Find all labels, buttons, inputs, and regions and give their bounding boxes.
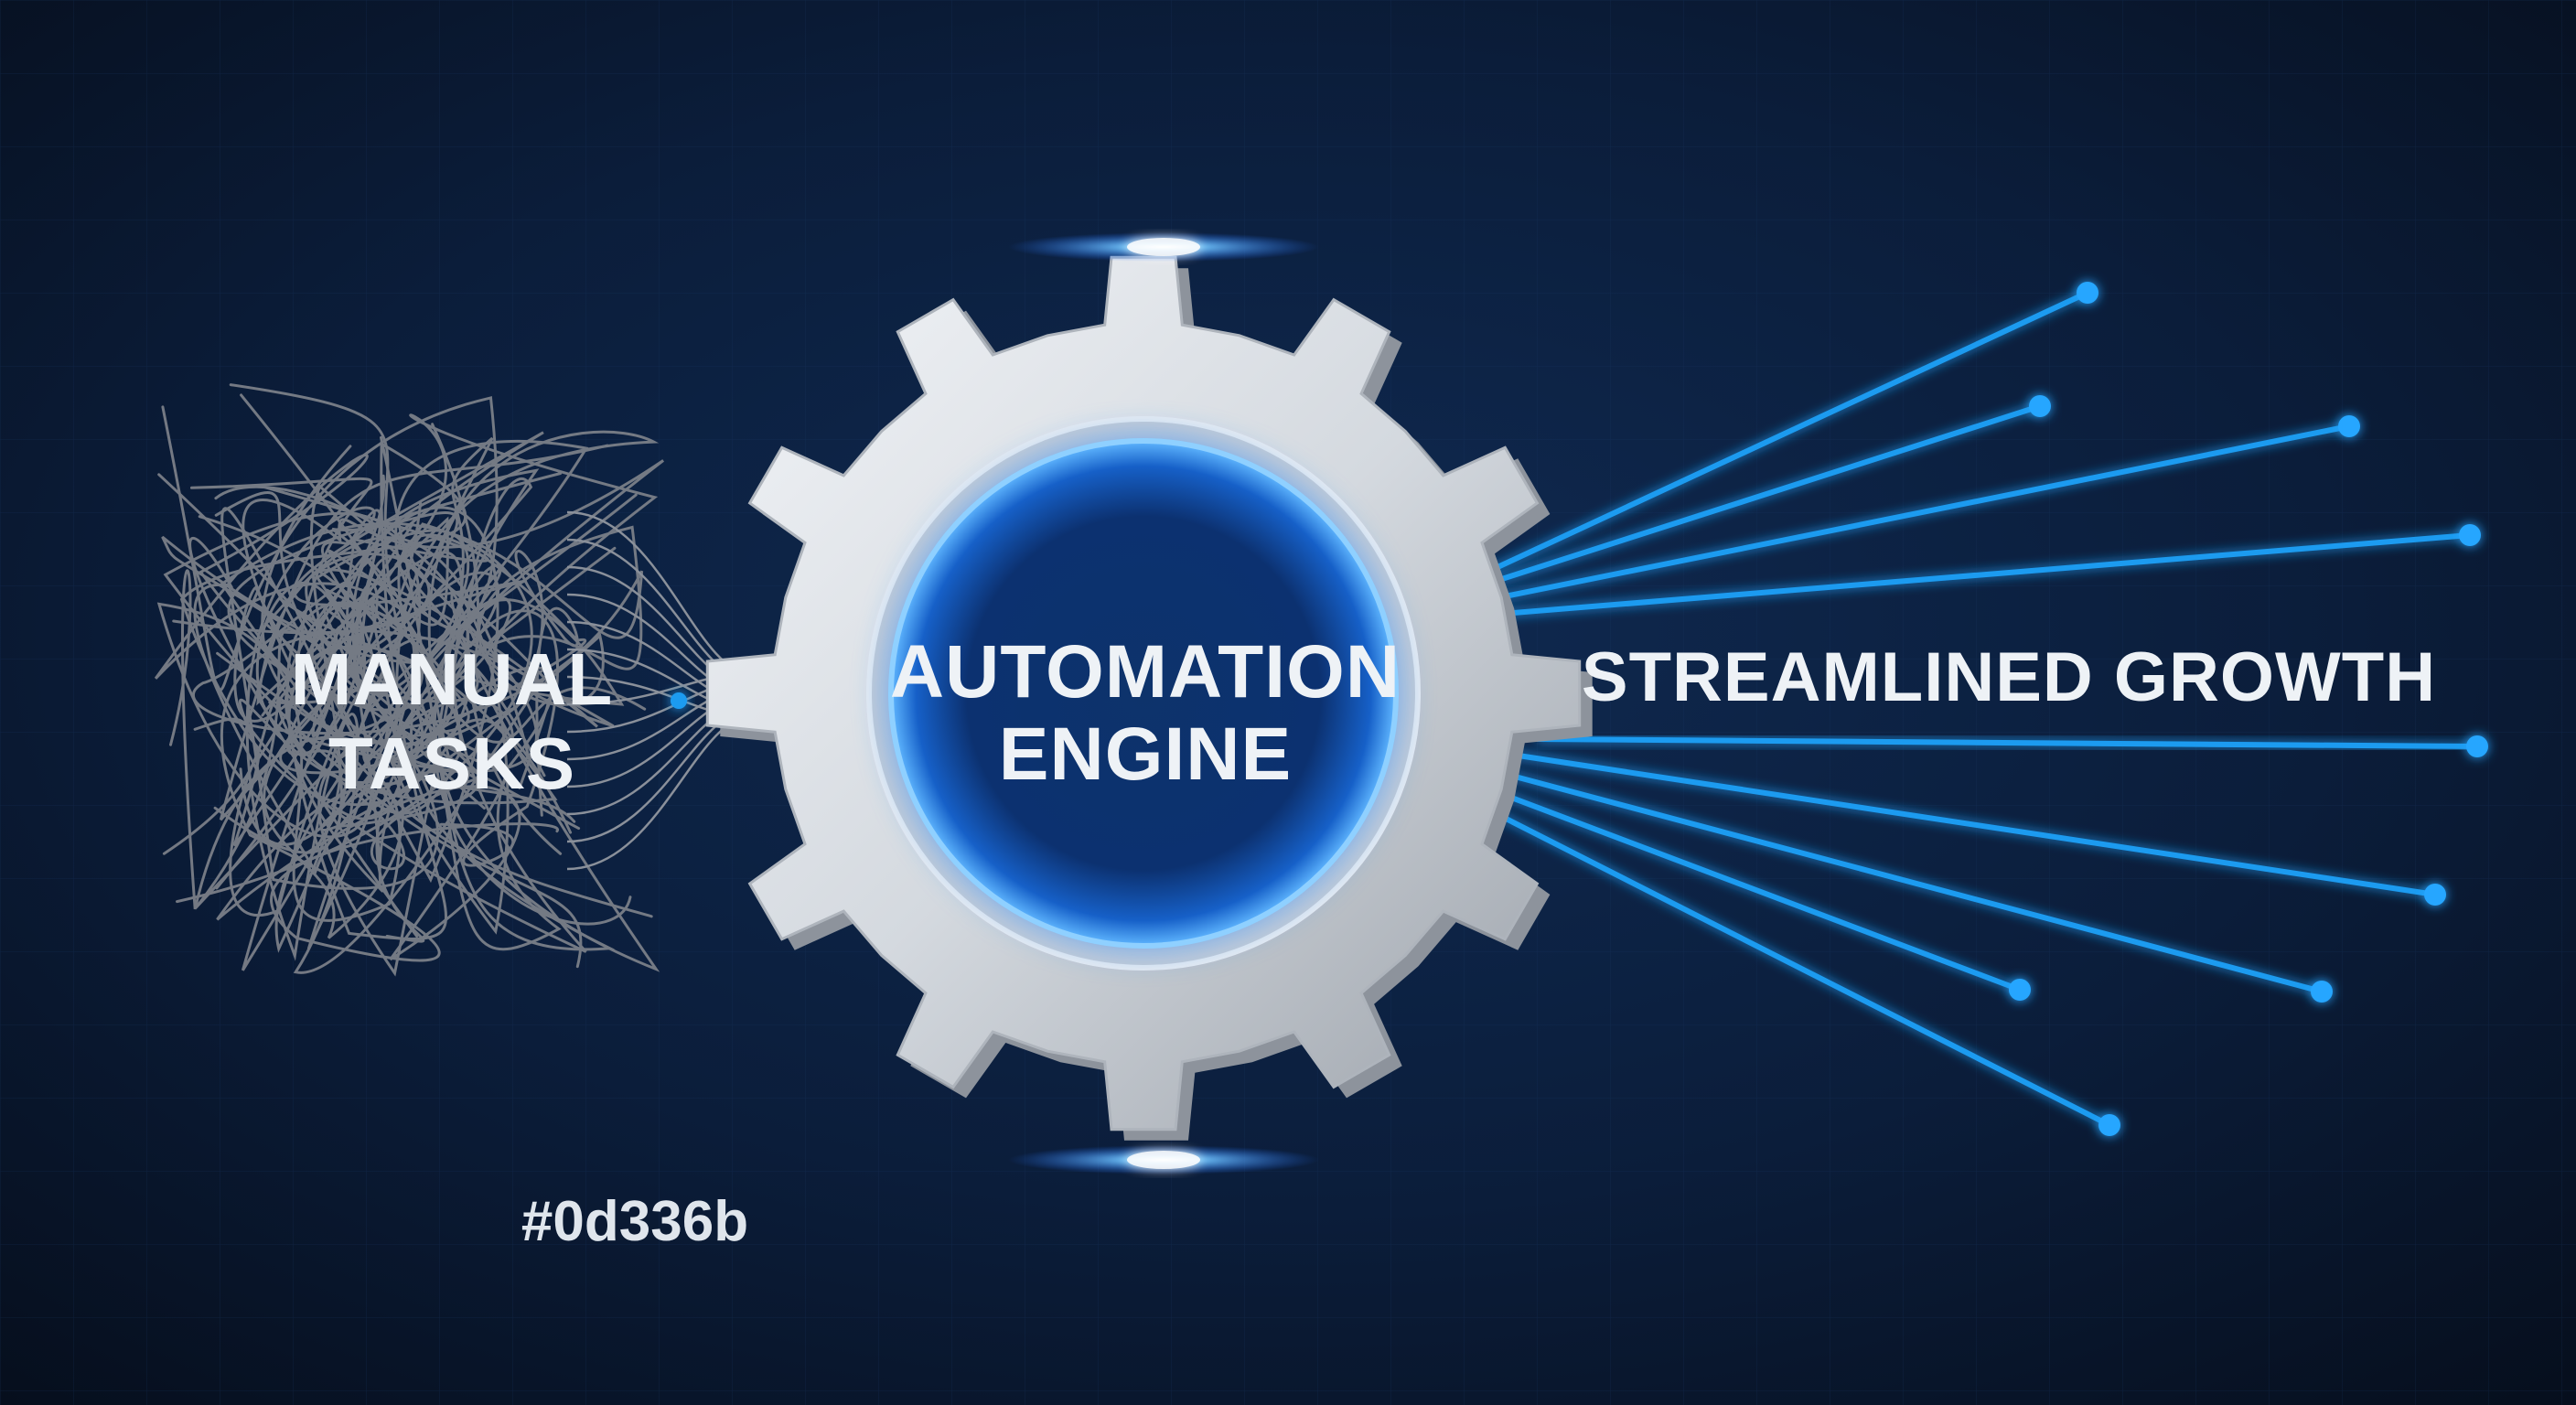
tangle-strand — [198, 444, 616, 951]
growth-ray — [1476, 764, 2323, 994]
growth-ray-endpoint — [2029, 395, 2051, 417]
bottom-light-flare-core — [1127, 1151, 1200, 1169]
manual-tasks-label-line1: MANUAL — [291, 638, 614, 720]
growth-ray — [1486, 424, 2350, 603]
growth-ray-endpoint — [2466, 735, 2488, 757]
top-light-flare-core — [1127, 238, 1200, 256]
tangle-strand — [387, 533, 586, 817]
growth-ray — [1490, 532, 2471, 617]
tangle-strand — [261, 445, 643, 831]
automation-engine-label-line1: AUTOMATION — [890, 630, 1401, 713]
tangle-strand — [214, 477, 563, 855]
tangle-strand — [245, 506, 555, 974]
tangle-strand — [172, 551, 647, 977]
growth-ray-endpoint — [2077, 282, 2098, 304]
tangle-strand — [216, 435, 562, 961]
automation-engine-label-line2: ENGINE — [999, 713, 1292, 796]
growth-ray-endpoint — [2098, 1114, 2120, 1136]
growth-ray — [1481, 403, 2041, 588]
tangled-lines-icon — [154, 383, 665, 977]
growth-ray-endpoint — [2424, 884, 2446, 906]
growth-ray-endpoint — [2311, 981, 2333, 1003]
growth-ray — [1481, 747, 2436, 897]
manual-tasks-label-line2: TASKS — [328, 723, 575, 804]
tangle-strand — [220, 568, 598, 962]
streamlined-growth-label: STREAMLINED GROWTH — [1582, 638, 2436, 716]
hex-code-label: #0d336b — [521, 1190, 748, 1253]
tangle-strand — [310, 430, 660, 815]
growth-ray-endpoint — [2338, 415, 2360, 437]
growth-ray — [1466, 797, 2111, 1128]
tangle-strand — [194, 436, 494, 909]
gear-icon — [705, 255, 1593, 1141]
radiating-lines-icon — [1466, 282, 2488, 1136]
engine-core — [888, 438, 1399, 949]
growth-ray — [1471, 780, 2022, 992]
tangle-strand — [176, 501, 533, 904]
growth-ray — [1480, 290, 2089, 577]
growth-ray — [1536, 736, 2478, 749]
input-connector-dot — [671, 692, 687, 709]
growth-ray-endpoint — [2009, 979, 2031, 1001]
growth-ray-endpoint — [2459, 524, 2481, 546]
